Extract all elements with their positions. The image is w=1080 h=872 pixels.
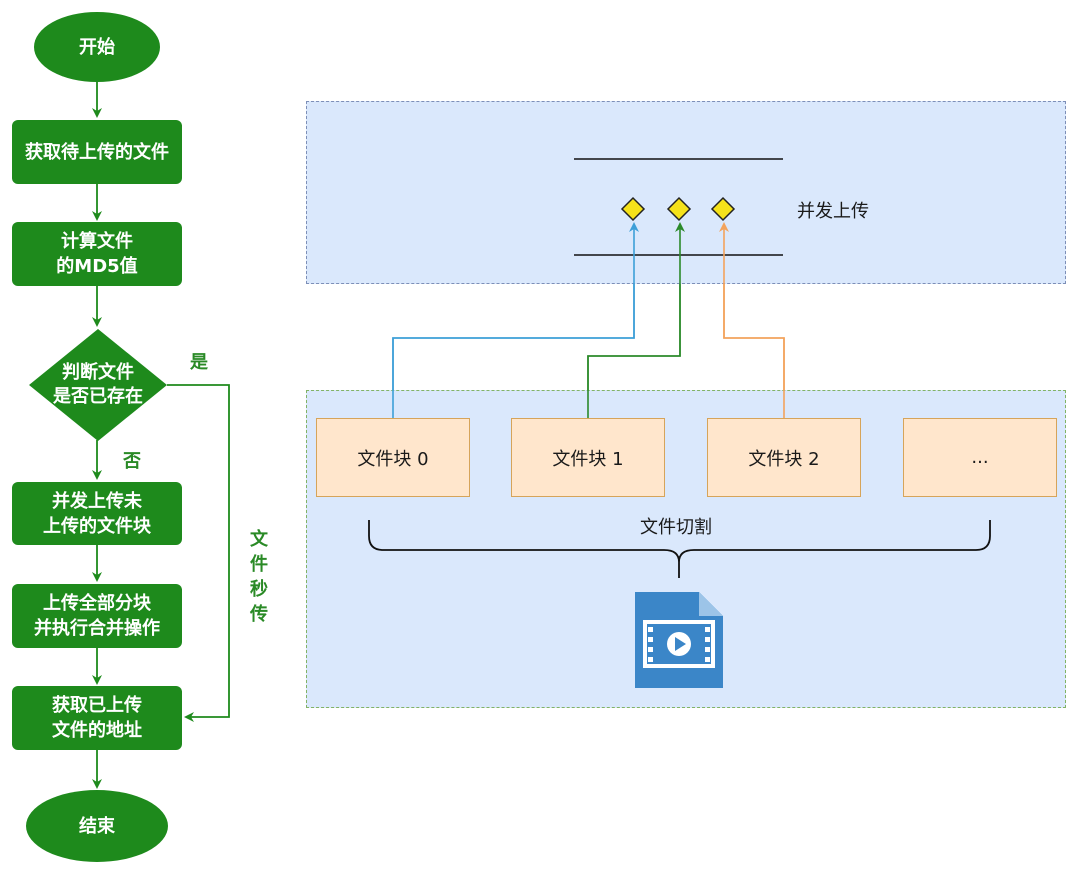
no-label: 否 <box>123 451 141 472</box>
concurrent-upload-label: 并发上传 <box>797 201 869 222</box>
split-brace <box>368 520 991 578</box>
arrow-chunk0-upload <box>392 222 639 418</box>
arrow-yes-branch <box>167 384 230 722</box>
upload-marker-diamond <box>620 196 646 222</box>
instant-upload-label: 文件秒传 <box>250 529 268 625</box>
compute-md5-step: 计算文件 的MD5值 <box>12 222 182 286</box>
concurrent-upload-panel <box>306 101 1066 284</box>
upload-marker-diamond <box>666 196 692 222</box>
get-file-step: 获取待上传的文件 <box>12 120 182 184</box>
chunk-more: ... <box>903 418 1057 497</box>
arrow-chunk2-upload <box>719 222 785 418</box>
merge-step: 上传全部分块 并执行合并操作 <box>12 584 182 648</box>
decision-diamond <box>29 329 167 441</box>
chunk-0: 文件块 0 <box>316 418 470 497</box>
concurrent-upload-step: 并发上传未 上传的文件块 <box>12 482 182 545</box>
flow-arrows <box>92 82 230 789</box>
chunk-2: 文件块 2 <box>707 418 861 497</box>
file-split-label: 文件切割 <box>640 517 712 538</box>
start-node: 开始 <box>34 12 160 82</box>
chunk-1: 文件块 1 <box>511 418 665 497</box>
arrow-chunk1-upload <box>587 222 685 418</box>
upload-marker-diamond <box>710 196 736 222</box>
get-address-step: 获取已上传 文件的地址 <box>12 686 182 750</box>
decision-label: 判断文件 是否已存在 <box>53 362 143 407</box>
video-file-icon <box>635 592 723 688</box>
end-node: 结束 <box>26 790 168 862</box>
yes-label: 是 <box>190 352 208 373</box>
